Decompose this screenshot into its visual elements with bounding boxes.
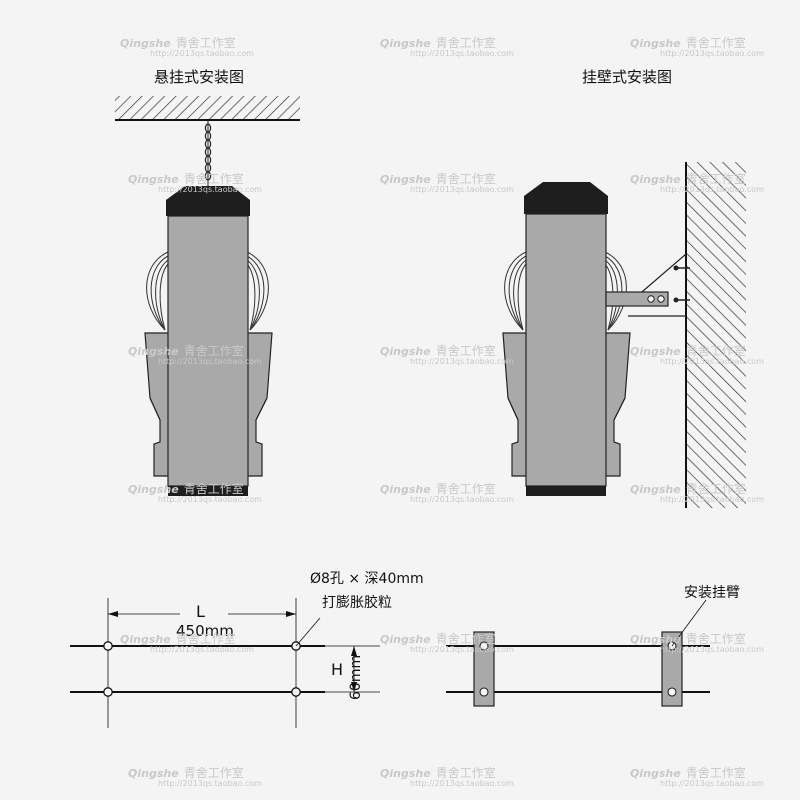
heater-coil bbox=[146, 251, 269, 331]
hanging-heater bbox=[144, 186, 273, 496]
length-symbol: L bbox=[196, 602, 205, 621]
arm-label: 安装挂臂 bbox=[684, 585, 740, 601]
ceiling bbox=[115, 96, 300, 121]
length-dimension bbox=[108, 611, 296, 617]
length-value: 450mm bbox=[176, 622, 234, 640]
hole-layout bbox=[70, 598, 325, 728]
height-dimension bbox=[302, 645, 380, 693]
mounting-arm bbox=[605, 253, 690, 317]
bracket-layout bbox=[446, 599, 710, 707]
height-symbol: H bbox=[331, 660, 344, 679]
wall-heater bbox=[502, 182, 631, 496]
height-value: 60mm bbox=[348, 654, 364, 700]
hanging-chain bbox=[204, 120, 212, 186]
hanging-title: 悬挂式安装图 bbox=[154, 68, 245, 86]
hole-leader bbox=[295, 617, 321, 647]
wall bbox=[685, 162, 746, 508]
heater-coil bbox=[504, 251, 627, 331]
hole-note: 打膨胀胶粒 bbox=[322, 595, 392, 611]
wall-title: 挂壁式安装图 bbox=[582, 68, 673, 86]
hole-spec: Ø8孔 × 深40mm bbox=[310, 571, 424, 587]
